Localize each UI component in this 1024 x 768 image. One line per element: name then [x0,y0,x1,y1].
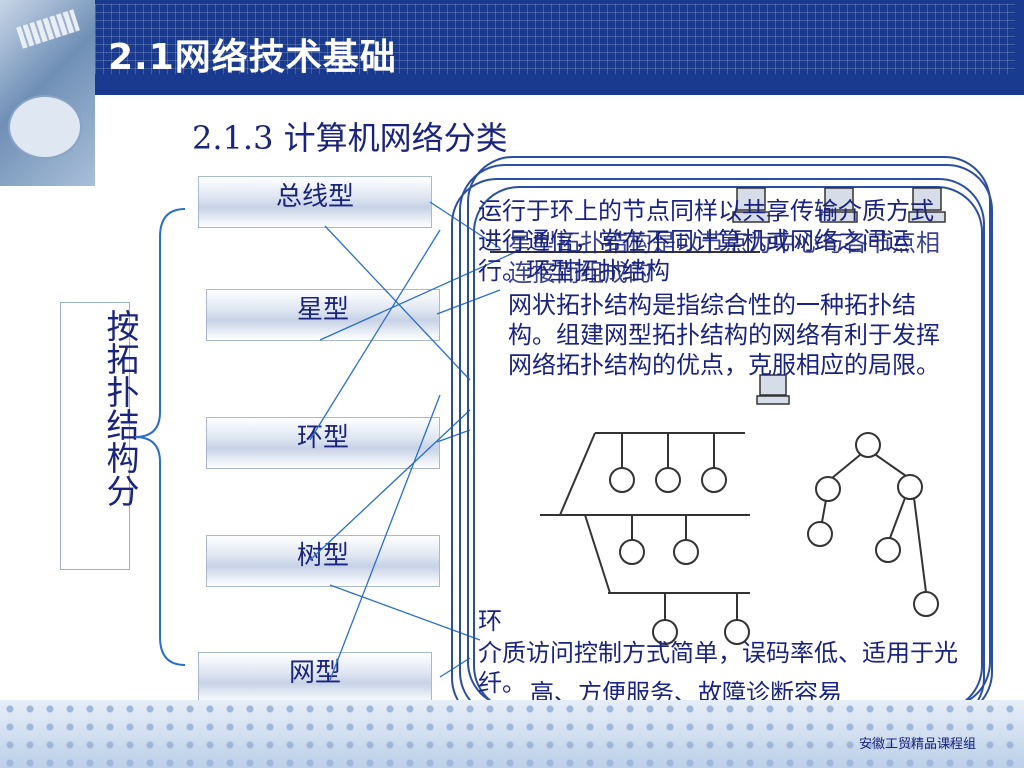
footer-credit: 安徽工贸精品课程组 [858,737,976,752]
slide-title: 2.1网络技术基础 [108,37,397,78]
root-category-box: 按拓扑结构分 [60,302,140,570]
category-tree[interactable]: 树型 [206,535,440,587]
keyboard-mouse-photo [0,0,95,186]
brace-connector [134,208,186,666]
header-grid-pattern [95,4,1015,74]
mouse-image [8,95,82,159]
footer-band [0,700,1024,768]
category-bus[interactable]: 总线型 [198,176,432,228]
category-ring[interactable]: 环型 [206,417,440,469]
section-subtitle: 2.1.3 计算机网络分类 [192,119,508,157]
root-category-label: 按拓扑结构分 [101,309,140,507]
mesh-description: 网状拓扑结构是指综合性的一种拓扑结构。组建网型拓扑结构的网络有利于发挥网络拓扑结… [508,291,940,379]
bus-bottom-description: 介质访问控制方式简单，误码率低、适用于光纤。 [478,639,958,697]
header-bar [0,0,1024,95]
star-description: 星型拓扑结构是以节点为中心与各节点相连接而组成的 [508,229,940,287]
category-star[interactable]: 星型 [206,289,440,341]
ring-fragment: 环 [478,607,502,635]
ring-description: 运行于环上的节点同样以共享传输介质方式进行通信，常在不同计算机或网络之间运行。环… [478,197,934,285]
category-mesh[interactable]: 网型 [198,652,432,704]
